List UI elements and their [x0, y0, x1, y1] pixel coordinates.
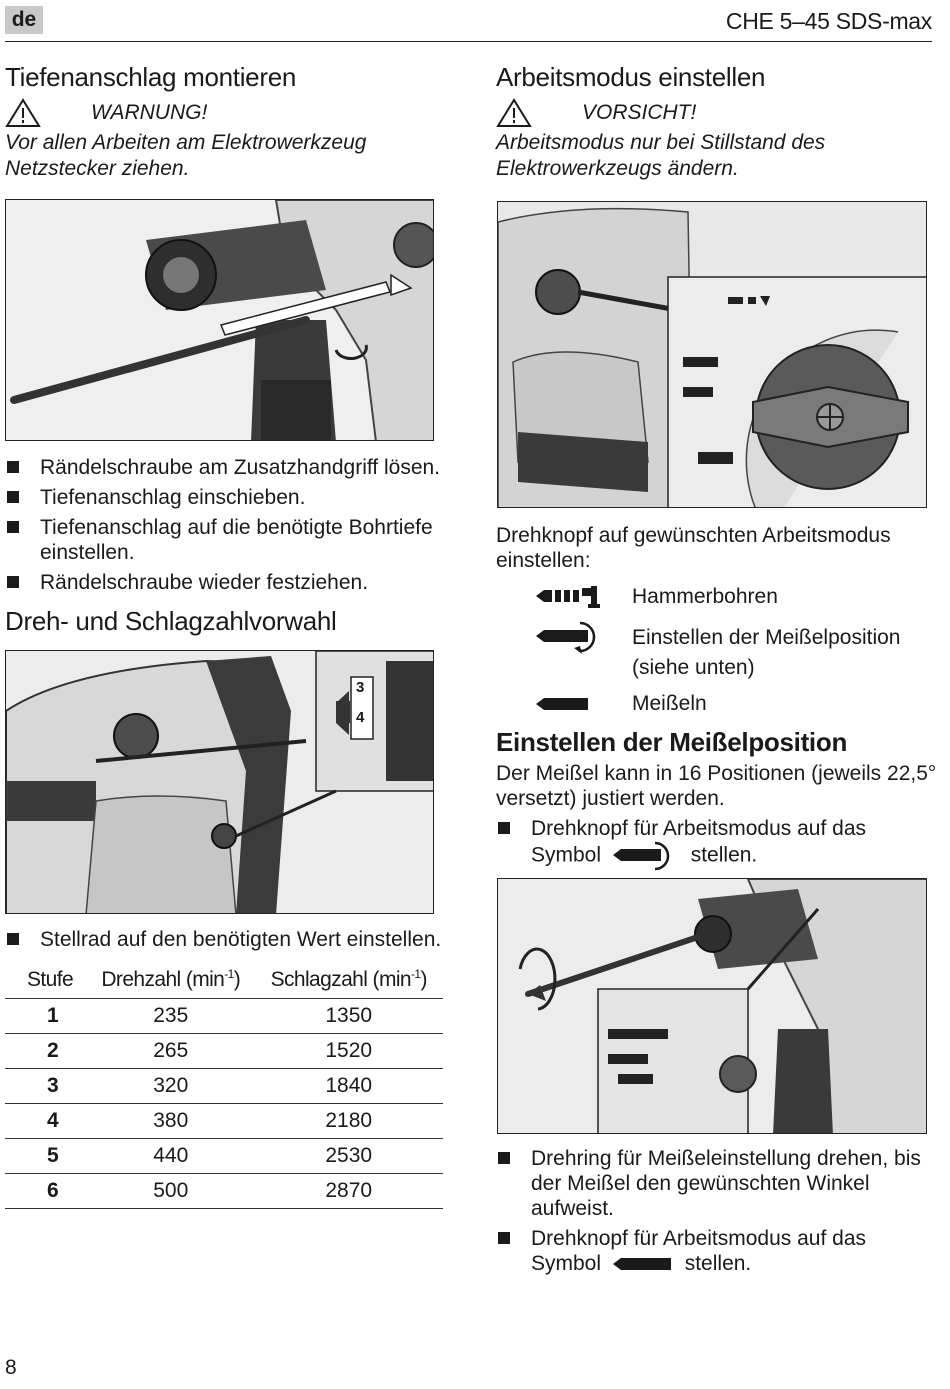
list-item: Drehknopf für Arbeitsmodus auf das Symbo…: [496, 1226, 936, 1276]
chisel-icon: [536, 698, 588, 710]
hammer-drill-icon: [536, 586, 600, 608]
col-stufe: Stufe: [27, 967, 74, 991]
bullet-icon: [498, 1232, 510, 1244]
chisel-step-2: Drehring für Meißeleinstellung drehen, b…: [496, 1146, 936, 1281]
chisel-position-icon: [536, 621, 596, 654]
cell-impact: 2180: [254, 1102, 443, 1138]
cell-stufe: 2: [5, 1032, 88, 1068]
list-item: Drehknopf für Arbeitsmodus auf das Symbo…: [496, 816, 936, 871]
cell-speed: 380: [87, 1102, 255, 1138]
warning-text-line: Netzstecker ziehen.: [5, 157, 190, 180]
cell-impact: 1840: [254, 1067, 443, 1103]
mode-title: Arbeitsmodus einstellen: [496, 62, 766, 92]
language-badge: de: [5, 6, 43, 34]
mode-label: Hammerbohren: [632, 585, 778, 608]
mode-label: Meißeln: [632, 692, 707, 715]
bullet-icon: [7, 521, 19, 533]
mode-intro-line: Drehknopf auf gewünschten Arbeitsmodus: [496, 524, 891, 547]
cell-speed: 265: [87, 1032, 255, 1068]
caution-label: VORSICHT!: [582, 101, 697, 124]
list-item: Drehring für Meißeleinstellung drehen, b…: [496, 1146, 936, 1221]
speed-table: Stufe Drehzahl (min-1) Schlagzahl (min-1…: [5, 962, 443, 1209]
cell-impact: 1520: [254, 1032, 443, 1068]
cell-speed: 500: [87, 1172, 255, 1209]
bullet-icon: [498, 822, 510, 834]
warning-text-line: Vor allen Arbeiten am Elektrowerkzeug: [5, 131, 367, 154]
chisel-setting-figure: [497, 878, 927, 1134]
mode-intro-line: einstellen:: [496, 549, 591, 572]
warning-triangle-icon: [5, 98, 41, 127]
col-impact: Schlagzahl (min-1): [270, 967, 428, 992]
wheel-digit: 4: [356, 709, 365, 726]
cell-speed: 320: [87, 1067, 255, 1103]
bullet-icon: [498, 1152, 510, 1164]
cell-speed: 235: [87, 997, 255, 1033]
depth-stop-steps: Rändelschraube am Zusatzhandgriff lösen.…: [5, 455, 445, 600]
speed-title: Dreh- und Schlagzahlvorwahl: [5, 606, 337, 636]
chisel-step-1: Drehknopf für Arbeitsmodus auf das Symbo…: [496, 816, 936, 876]
bullet-icon: [7, 933, 19, 945]
chisel-position-icon: [612, 841, 670, 871]
cell-impact: 2870: [254, 1172, 443, 1209]
cell-stufe: 3: [5, 1067, 88, 1103]
list-item: Tiefenanschlag auf die benötigte Bohrtie…: [5, 515, 445, 565]
col-speed: Drehzahl (min-1): [101, 967, 241, 992]
bullet-icon: [7, 461, 19, 473]
cell-stufe: 5: [5, 1137, 88, 1173]
depth-stop-title: Tiefenanschlag montieren: [5, 62, 297, 92]
list-item: Rändelschraube am Zusatzhandgriff lösen.: [5, 455, 445, 480]
cell-stufe: 1: [5, 997, 88, 1033]
speed-steps: Stellrad auf den benötigten Wert einstel…: [5, 927, 445, 957]
warning-label: WARNUNG!: [91, 101, 208, 124]
cell-impact: 1350: [254, 997, 443, 1033]
mode-label: (siehe unten): [632, 656, 755, 679]
speed-selector-figure: 3 4: [5, 650, 434, 914]
warning-triangle-icon: [496, 98, 532, 127]
bullet-icon: [7, 491, 19, 503]
chisel-icon: [612, 1258, 671, 1271]
mode-label: Einstellen der Meißelposition: [632, 626, 901, 649]
cell-speed: 440: [87, 1137, 255, 1173]
caution-text-line: Elektrowerkzeugs ändern.: [496, 157, 739, 180]
page-number: 8: [5, 1356, 17, 1379]
chisel-title: Einstellen der Meißelposition: [496, 727, 848, 757]
wheel-digit: 3: [356, 679, 365, 696]
header-divider: [5, 41, 932, 42]
list-item: Tiefenanschlag einschieben.: [5, 485, 445, 510]
list-item: Rändelschraube wieder festziehen.: [5, 570, 445, 595]
bullet-icon: [7, 576, 19, 588]
cell-stufe: 4: [5, 1102, 88, 1138]
caution-text-line: Arbeitsmodus nur bei Stillstand des: [496, 131, 826, 154]
cell-stufe: 6: [5, 1172, 88, 1209]
depth-stop-figure: [5, 199, 434, 441]
mode-selector-figure: [497, 201, 927, 508]
list-item: Stellrad auf den benötigten Wert einstel…: [5, 927, 445, 952]
model-name: CHE 5–45 SDS-max: [725, 8, 932, 34]
chisel-text-line: Der Meißel kann in 16 Positionen (jeweil…: [496, 762, 937, 785]
cell-impact: 2530: [254, 1137, 443, 1173]
chisel-text-line: versetzt) justiert werden.: [496, 787, 725, 810]
